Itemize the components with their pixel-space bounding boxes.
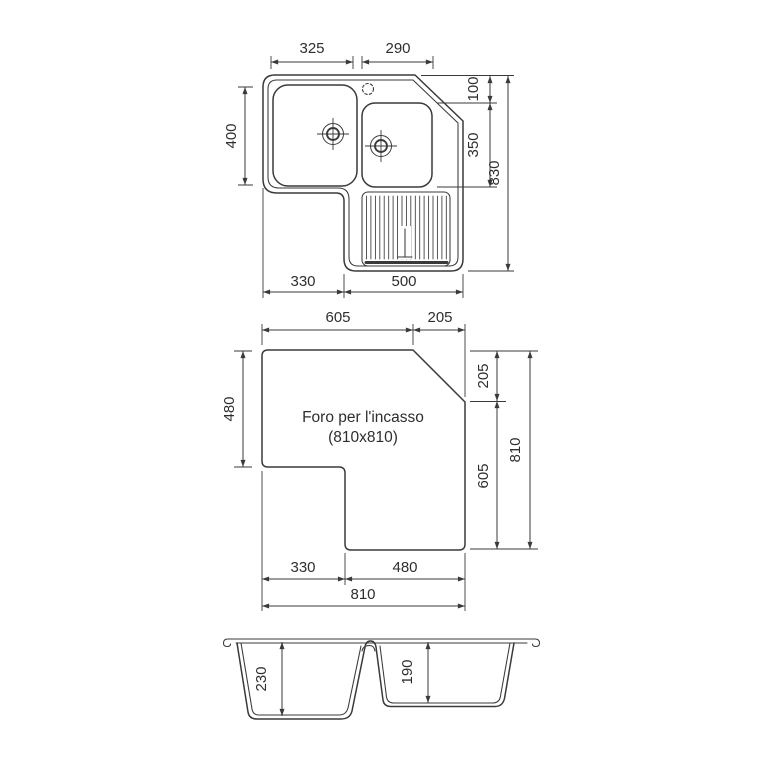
dim-cutout-bottom-total: 810 <box>350 586 375 603</box>
dim-total-height: 830 <box>486 160 503 185</box>
dim-bottom-arm-width: 500 <box>391 273 416 290</box>
dim-basin-left-width: 325 <box>299 40 324 57</box>
cutout-caption-line2: (810x810) <box>328 429 398 446</box>
dim-right-basin-depth: 190 <box>399 659 416 684</box>
section-divider-inner <box>361 644 376 652</box>
cutout-outline <box>261 349 466 551</box>
dim-cutout-top-width: 605 <box>325 309 350 326</box>
dim-basin-left-height: 400 <box>223 123 240 148</box>
section-view: 230 190 <box>222 638 541 720</box>
section-left-edge-hook <box>222 638 234 648</box>
left-basin <box>272 84 358 187</box>
drainboard-drain-groove <box>397 228 413 258</box>
section-dimensions: 230 190 <box>253 641 431 717</box>
dim-basin-right-width: 290 <box>385 40 410 57</box>
dim-left-basin-depth: 230 <box>253 666 270 691</box>
sink-inner-rim <box>267 79 459 267</box>
right-basin <box>361 102 433 188</box>
cutout-caption-line1: Foro per l'incasso <box>302 409 424 426</box>
dim-cutout-bottom-arm: 480 <box>392 559 417 576</box>
drain-icon-right <box>365 130 397 162</box>
section-left-basin-inner <box>240 642 362 716</box>
top-view-dimensions: 325 290 400 100 350 830 330 500 <box>223 40 514 298</box>
dim-cutout-right-chamfer: 205 <box>475 363 492 388</box>
drainboard <box>361 191 451 267</box>
sink-top-view: 325 290 400 100 350 830 330 500 <box>223 40 514 298</box>
dim-cutout-right-height: 605 <box>475 463 492 488</box>
dim-cutout-right-total: 810 <box>507 437 524 462</box>
dim-cutout-bottom-notch: 330 <box>290 559 315 576</box>
section-right-basin-inner <box>379 642 511 704</box>
dim-right-offset-top: 100 <box>465 76 482 101</box>
tap-hole-icon <box>361 82 375 96</box>
section-basins-outer <box>236 640 515 720</box>
section-right-edge-hook <box>529 638 541 648</box>
dim-basin-right-height: 350 <box>465 132 482 157</box>
sink-outline <box>262 74 464 272</box>
drainboard-panel <box>361 191 451 267</box>
dim-cutout-top-chamfer: 205 <box>427 309 452 326</box>
dim-bottom-notch-width: 330 <box>290 273 315 290</box>
drain-icon-left <box>317 118 349 150</box>
cutout-view: Foro per l'incasso (810x810) 605 205 480… <box>221 309 538 611</box>
dim-cutout-left-height: 480 <box>221 396 238 421</box>
cutout-dimensions: 605 205 480 205 605 810 330 480 810 <box>221 309 538 611</box>
